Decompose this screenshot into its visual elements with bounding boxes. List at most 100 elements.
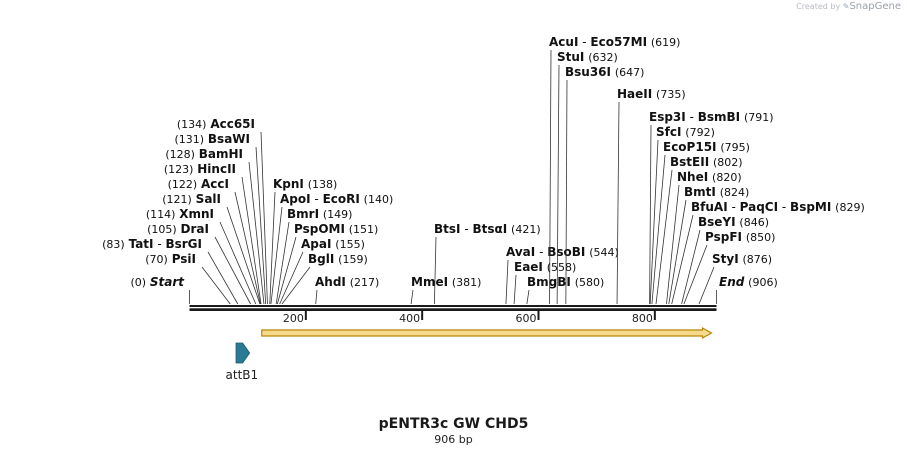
scale-tick-label: 400 [399, 312, 420, 325]
restriction-site-label[interactable]: BfuAI - PaqCI - BspMI (829) [691, 200, 865, 214]
restriction-site-label[interactable]: AhdI (217) [315, 275, 379, 289]
snapgene-logo-icon: ✎ [842, 2, 850, 11]
restriction-site-label[interactable]: PspFI (850) [705, 230, 775, 244]
restriction-site-label[interactable]: BmgBI (580) [527, 275, 604, 289]
site-enzyme-name: AcuI [549, 35, 578, 49]
site-name-separator: - [311, 192, 323, 206]
restriction-site-label[interactable]: EcoP15I (795) [663, 140, 750, 154]
restriction-site-label[interactable]: KpnI (138) [273, 177, 337, 191]
restriction-site-label[interactable]: BstEII (802) [670, 155, 743, 169]
restriction-site-label[interactable]: ApoI - EcoRI (140) [280, 192, 393, 206]
site-enzyme-name: Eco57MI [590, 35, 647, 49]
site-connector-line [275, 221, 290, 305]
site-connector-line [201, 266, 231, 305]
site-enzyme-name: DraI [181, 222, 209, 236]
restriction-site-label[interactable]: BmtI (824) [684, 185, 749, 199]
restriction-site-label[interactable]: Bsu36I (647) [565, 65, 644, 79]
site-position: (824) [720, 186, 750, 199]
site-connector-line [698, 266, 715, 305]
restriction-site-label[interactable]: (105) DraI [147, 222, 209, 236]
restriction-site-label[interactable]: BseYI (846) [698, 215, 769, 229]
restriction-site-label[interactable]: NheI (820) [677, 170, 742, 184]
site-enzyme-name: Start [150, 275, 185, 289]
site-enzyme-name: Esp3I [649, 110, 686, 124]
site-connector-line [270, 206, 283, 305]
site-position: (381) [452, 276, 482, 289]
site-connector-line [315, 289, 318, 305]
site-connector-line [666, 184, 680, 305]
restriction-site-label[interactable]: (83) TatI - BsrGI [102, 237, 202, 251]
site-enzyme-name: BstEII [670, 155, 709, 169]
site-connector-line [649, 139, 659, 305]
restriction-site-label[interactable]: (70) PsiI [145, 252, 196, 266]
site-enzyme-name: HincII [197, 162, 236, 176]
site-name-separator: - [461, 222, 473, 236]
site-position: (70) [145, 253, 168, 266]
scale-tick-label: 200 [283, 312, 304, 325]
restriction-site-label[interactable]: (121) SalI [162, 192, 221, 206]
scale-tick-label: 800 [632, 312, 653, 325]
restriction-site-label[interactable]: AcuI - Eco57MI (619) [549, 35, 680, 49]
restriction-site-label[interactable]: BmrI (149) [287, 207, 352, 221]
site-connector-line [214, 236, 251, 305]
restriction-site-label[interactable]: StuI (632) [557, 50, 618, 64]
site-enzyme-name: End [719, 275, 745, 289]
restriction-site-label[interactable]: HaeII (735) [617, 87, 686, 101]
credit-prefix: Created by [796, 2, 841, 11]
restriction-site-label[interactable]: Esp3I - BsmBI (791) [649, 110, 774, 124]
site-enzyme-name: BmrI [287, 207, 319, 221]
site-position: (544) [589, 246, 619, 259]
site-enzyme-name: StyI [712, 252, 739, 266]
restriction-site-label[interactable]: BtsI - BtsαI (421) [434, 222, 541, 236]
attb1-feature-label: attB1 [226, 368, 259, 382]
site-position: (735) [656, 88, 686, 101]
restriction-site-label[interactable]: (134) Acc65I [177, 117, 255, 131]
site-position: (131) [174, 133, 204, 146]
site-position: (876) [743, 253, 773, 266]
site-position: (155) [335, 238, 365, 251]
site-enzyme-name: BspMI [790, 200, 831, 214]
restriction-site-label[interactable]: AvaI - BsoBI (544) [506, 245, 619, 259]
site-enzyme-name: EcoP15I [663, 140, 717, 154]
map-length: 906 bp [434, 433, 473, 446]
site-position: (802) [713, 156, 743, 169]
restriction-site-label[interactable]: (122) AccI [168, 177, 229, 191]
restriction-site-label[interactable]: (131) BsaWI [174, 132, 250, 146]
site-enzyme-name: BtsαI [472, 222, 507, 236]
site-enzyme-name: NheI [677, 170, 708, 184]
restriction-site-label[interactable]: (114) XmnI [146, 207, 214, 221]
restriction-site-label[interactable]: StyI (876) [712, 252, 772, 266]
orf-arrow [261, 326, 713, 340]
site-connector-line [433, 236, 437, 305]
site-enzyme-name: KpnI [273, 177, 304, 191]
site-enzyme-name: MmeI [411, 275, 448, 289]
site-position: (159) [338, 253, 368, 266]
restriction-site-label[interactable]: (128) BamHI [165, 147, 243, 161]
restriction-site-label[interactable]: ApaI (155) [301, 237, 365, 251]
site-position: (122) [168, 178, 198, 191]
restriction-site-label[interactable]: EaeI (558) [514, 260, 576, 274]
site-enzyme-name: AvaI [506, 245, 535, 259]
site-position: (128) [165, 148, 195, 161]
site-enzyme-name: PspFI [705, 230, 742, 244]
scale-tick-label: 600 [516, 312, 537, 325]
site-enzyme-name: PsiI [172, 252, 196, 266]
site-position: (632) [588, 51, 618, 64]
restriction-site-label[interactable]: (123) HincII [164, 162, 236, 176]
restriction-site-label[interactable]: End (906) [719, 275, 778, 289]
site-position: (140) [364, 193, 394, 206]
site-enzyme-name: BfuAI [691, 200, 728, 214]
site-connector-line [279, 251, 304, 305]
restriction-site-label[interactable]: MmeI (381) [411, 275, 481, 289]
restriction-site-label[interactable]: PspOMI (151) [294, 222, 378, 236]
site-enzyme-name: SfcI [656, 125, 681, 139]
site-position: (850) [746, 231, 776, 244]
site-position: (114) [146, 208, 176, 221]
restriction-site-label[interactable]: BglI (159) [308, 252, 368, 266]
restriction-site-label[interactable]: SfcI (792) [656, 125, 715, 139]
site-connector-line [241, 176, 262, 305]
restriction-site-label[interactable]: (0) Start [130, 275, 185, 289]
site-connector-line [226, 206, 261, 305]
site-position: (791) [744, 111, 774, 124]
